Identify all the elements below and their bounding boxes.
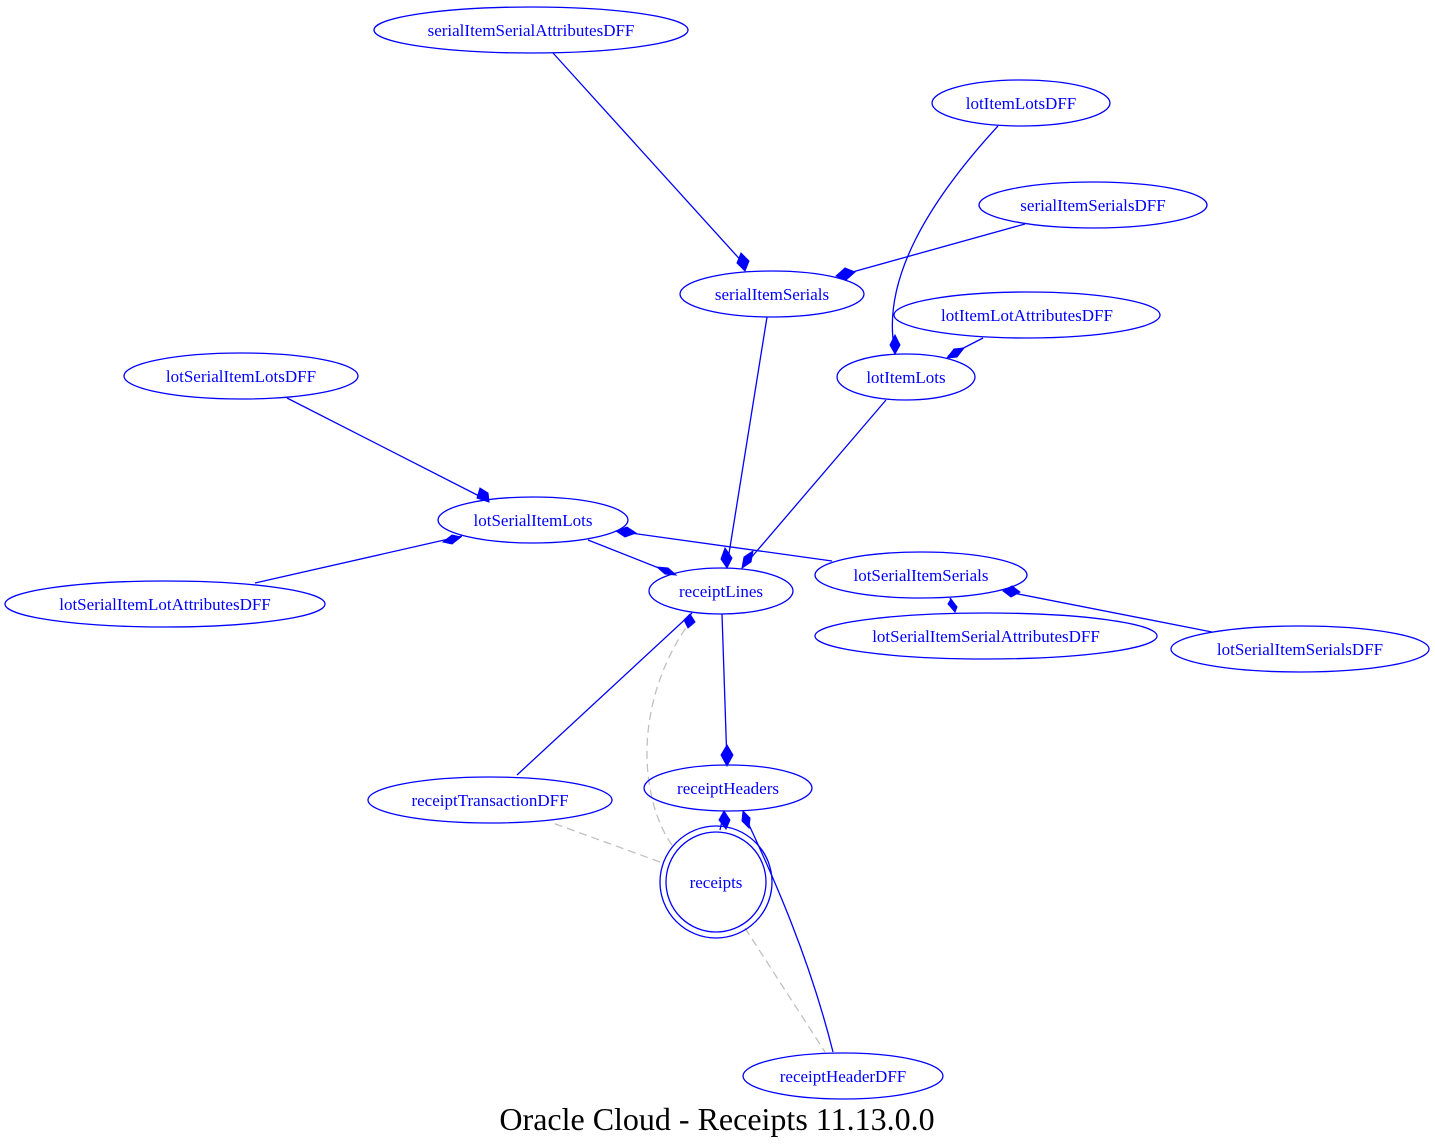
node-receiptHeaderDFF[interactable]: receiptHeaderDFF [742, 1052, 944, 1100]
node-lotSerialItemSerialAttributesDFF[interactable]: lotSerialItemSerialAttributesDFF [814, 612, 1158, 660]
diamond-receiptLines-serialItemSerials [720, 546, 733, 569]
edge-serialItemSerialsDFF-serialItemSerials [837, 223, 1026, 277]
diamond-receiptHeaders-bottom-left [718, 810, 731, 830]
node-receiptLines[interactable]: receiptLines [648, 567, 794, 615]
nodes: serialItemSerialAttributesDFF lotItemLot… [4, 6, 1430, 1100]
node-label: receipts [690, 873, 743, 892]
node-label: lotSerialItemLotAttributesDFF [59, 595, 271, 614]
node-serialItemSerials[interactable]: serialItemSerials [679, 270, 865, 318]
edge-lotItemLots-receiptLines [743, 399, 887, 567]
diamond-receiptHeaders-top [720, 744, 734, 768]
edge-lotSerialItemLotsDFF-lotSerialItemLots [286, 397, 488, 501]
diamond-serialItemSerials-top [736, 252, 750, 272]
node-lotItemLotsDFF[interactable]: lotItemLotsDFF [931, 79, 1111, 127]
diamond-lotSerialItemSerials-bottom [947, 598, 958, 613]
edge-receipts-receiptLines [646, 614, 696, 846]
node-serialItemSerialAttributesDFF[interactable]: serialItemSerialAttributesDFF [373, 6, 689, 54]
node-lotSerialItemSerials[interactable]: lotSerialItemSerials [814, 551, 1028, 599]
edge-lotSerialItemSerials-lotSerialItemLots [615, 530, 833, 562]
node-label: serialItemSerials [715, 285, 829, 304]
node-receiptTransactionDFF[interactable]: receiptTransactionDFF [367, 776, 613, 824]
node-serialItemSerialsDFF[interactable]: serialItemSerialsDFF [978, 181, 1208, 229]
node-label: lotSerialItemSerials [853, 566, 988, 585]
node-label: lotSerialItemSerialsDFF [1217, 640, 1383, 659]
node-lotSerialItemLotsDFF[interactable]: lotSerialItemLotsDFF [123, 352, 359, 400]
edge-lotItemLotsDFF-lotItemLots [891, 125, 999, 353]
diamond-lotSerialItemLots-bottom [441, 534, 463, 545]
diamond-lotSerialItemLots-top [476, 487, 490, 503]
node-label: lotSerialItemSerialAttributesDFF [872, 627, 1100, 646]
edge-lotSerialItemSerialsDFF-lotSerialItemSerials [1002, 590, 1213, 633]
diagram-title: Oracle Cloud - Receipts 11.13.0.0 [499, 1101, 934, 1137]
diamond-lotItemLots-right [945, 347, 966, 359]
node-receiptHeaders[interactable]: receiptHeaders [643, 764, 813, 812]
node-lotItemLots[interactable]: lotItemLots [836, 353, 976, 401]
node-label: serialItemSerialAttributesDFF [428, 21, 635, 40]
edge-serialItemSerials-receiptLines [726, 316, 768, 567]
node-lotItemLotAttributesDFF[interactable]: lotItemLotAttributesDFF [893, 291, 1161, 339]
diamond-lotSerialItemLots-right [614, 526, 638, 538]
node-label: lotItemLotsDFF [966, 94, 1077, 113]
diamond-lotItemLots-top [889, 333, 901, 356]
edge-receipts-receiptTransactionDFF [549, 821, 661, 863]
node-lotSerialItemLotAttributesDFF[interactable]: lotSerialItemLotAttributesDFF [4, 580, 326, 628]
node-label: lotItemLotAttributesDFF [941, 306, 1113, 325]
node-label: lotSerialItemLotsDFF [166, 367, 316, 386]
edge-receiptHeaderDFF-receiptHeaders [742, 811, 834, 1053]
edge-receiptLines-receiptHeaders [721, 613, 728, 765]
diamond-receiptLines-bottom [683, 613, 696, 629]
node-label: lotSerialItemLots [474, 511, 593, 530]
node-receipts[interactable]: receipts [659, 825, 773, 939]
node-label: receiptLines [679, 582, 763, 601]
diamond-receiptHeaders-bottom-right [741, 809, 751, 830]
edge-serialItemSerialAttributesDFF-serialItemSerials [552, 52, 746, 266]
edge-receiptTransactionDFF-receiptLines [516, 612, 693, 776]
diamond-receiptLines-lotSerialItemLots [655, 566, 678, 576]
node-lotSerialItemSerialsDFF[interactable]: lotSerialItemSerialsDFF [1170, 625, 1430, 673]
node-label: serialItemSerialsDFF [1020, 196, 1165, 215]
diamond-receiptLines-lotItemLots [741, 549, 754, 570]
edge-lotSerialItemLotAttributesDFF-lotSerialItemLots [254, 535, 463, 584]
edge-receipts-receiptHeaderDFF [744, 927, 826, 1053]
node-label: receiptHeaderDFF [780, 1067, 907, 1086]
node-label: receiptTransactionDFF [411, 791, 568, 810]
node-label: receiptHeaders [677, 779, 779, 798]
node-lotSerialItemLots[interactable]: lotSerialItemLots [437, 496, 629, 544]
node-label: lotItemLots [866, 368, 945, 387]
